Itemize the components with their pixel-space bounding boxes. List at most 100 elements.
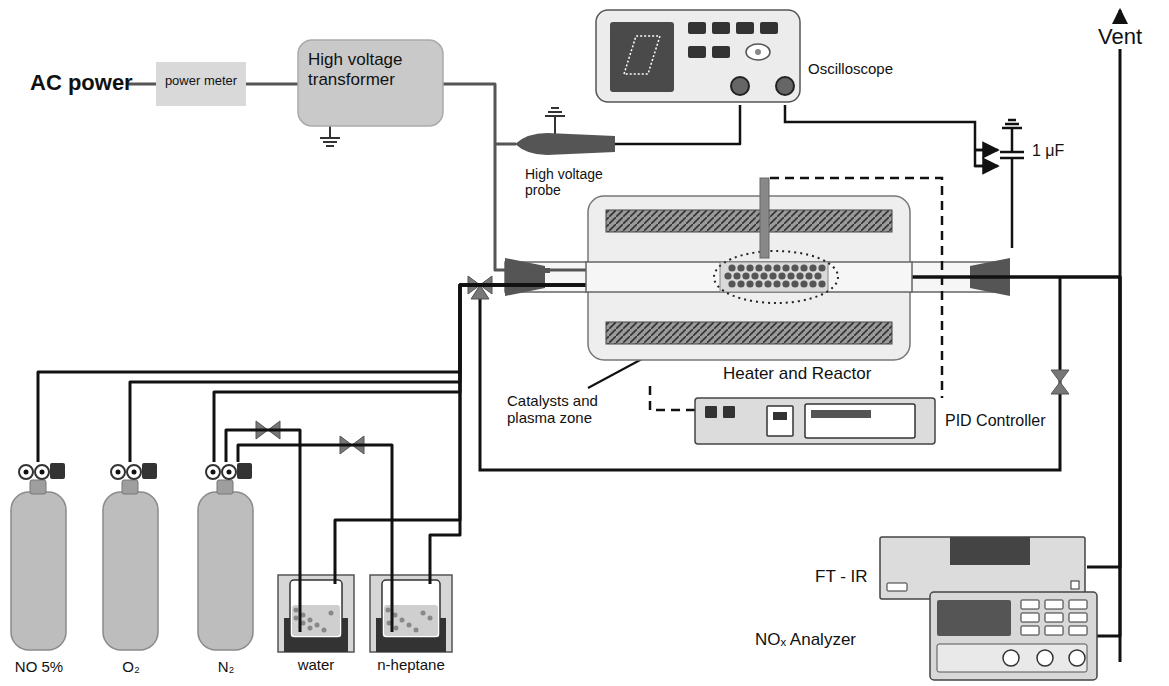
equipment-node: N₂ [195, 462, 257, 680]
drawing-part [596, 10, 800, 102]
equipment-node: water [278, 570, 354, 678]
equipment-shape [588, 196, 910, 386]
drawing-part [782, 280, 789, 287]
capacitance-label: 1 μF [1030, 142, 1090, 160]
vent-label: Vent [1096, 24, 1158, 49]
drawing-part [624, 36, 660, 74]
drawing-part [767, 406, 793, 436]
drawing-part [705, 406, 717, 418]
drawing-part [122, 480, 138, 494]
drawing-part [320, 137, 340, 139]
drawing-part [712, 22, 730, 34]
drawing-part [778, 272, 785, 279]
drawing-part [760, 22, 778, 34]
drawing-part [1008, 119, 1016, 122]
drawing-part [764, 264, 771, 271]
drawing-part [421, 611, 426, 616]
drawing-part [773, 264, 780, 271]
drawing-part [1045, 613, 1063, 622]
equipment-label: water [278, 656, 354, 673]
drawing-part [1000, 151, 1024, 154]
drawing-part [746, 264, 753, 271]
equipment-label: FT - IR [815, 567, 879, 587]
drawing-part [505, 258, 545, 296]
equipment-node: NO 5% [8, 462, 70, 680]
drawing-part [791, 280, 798, 287]
drawing-part [468, 276, 492, 299]
drawing-part [407, 623, 412, 628]
equipment-label: Heater and Reactor [723, 364, 908, 384]
drawing-part [950, 537, 1030, 565]
drawing-part [728, 264, 735, 271]
ac-power-wire [128, 84, 160, 85]
drawing-part [712, 46, 730, 58]
equipment-shape [596, 10, 906, 105]
equipment-label: PID Controller [945, 412, 1080, 430]
pipe-connector [38, 285, 588, 462]
drawing-part [290, 580, 342, 638]
drawing-part [429, 570, 432, 584]
drawing-part [714, 251, 838, 303]
drawing-part [586, 262, 912, 292]
drawing-part [688, 46, 706, 58]
drawing-part [688, 22, 706, 34]
equipment-node: High voltage probe [505, 128, 615, 200]
power-label: AC power [28, 70, 138, 95]
drawing-part [334, 570, 337, 584]
drawing-part [746, 280, 753, 287]
drawing-part [1045, 626, 1063, 635]
equipment-label: Oscilloscope [808, 60, 906, 77]
drawing-part [1051, 370, 1069, 394]
drawing-part [400, 618, 405, 623]
equipment-node: O₂ [100, 462, 162, 680]
drawing-part [217, 480, 233, 494]
drawing-part [880, 537, 1085, 599]
vent-label: Vent [1096, 24, 1144, 49]
drawing-part [887, 583, 907, 591]
drawing-part [736, 22, 754, 34]
equipment-node: power meter [156, 62, 246, 106]
drawing-part [773, 280, 780, 287]
drawing-part [103, 492, 158, 650]
drawing-part [782, 264, 789, 271]
equipment-node: n-heptane [370, 570, 452, 678]
drawing-part [791, 264, 798, 271]
drawing-part [1021, 626, 1039, 635]
drawing-part [818, 264, 825, 271]
equipment-label: power meter [156, 74, 246, 89]
drawing-part [1021, 613, 1039, 622]
drawing-part [733, 272, 740, 279]
pipe-connector [335, 285, 588, 570]
drawing-part [554, 116, 556, 134]
drawing-part [1045, 600, 1063, 609]
drawing-part [548, 111, 562, 113]
drawing-part [723, 406, 735, 418]
drawing-part [1069, 613, 1087, 622]
drawing-part [785, 105, 990, 166]
ground-symbol [545, 108, 565, 134]
equipment-node: FT - IR [815, 533, 1087, 601]
drawing-part [127, 465, 141, 479]
drawing-part [800, 264, 807, 271]
equipment-shape [8, 462, 70, 680]
drawing-part [19, 465, 33, 479]
drawing-part [1005, 123, 1019, 126]
drawing-part [495, 143, 516, 146]
drawing-part [299, 570, 302, 632]
drawing-part [198, 492, 253, 650]
callout-label: Catalysts and plasma zone [505, 392, 637, 427]
equipment-node: Oscilloscope [596, 10, 906, 105]
drawing-part [222, 465, 236, 479]
drawing-part [545, 115, 565, 117]
drawing-part [776, 77, 794, 95]
drawing-part [386, 608, 391, 613]
pipe-connector [246, 83, 298, 86]
drawing-part [760, 272, 767, 279]
drawing-part [24, 470, 29, 475]
capacitor-symbol [1000, 120, 1024, 248]
callout-label: Catalysts and plasma zone [505, 392, 637, 427]
drawing-part [1011, 158, 1014, 248]
drawing-part [606, 322, 892, 344]
